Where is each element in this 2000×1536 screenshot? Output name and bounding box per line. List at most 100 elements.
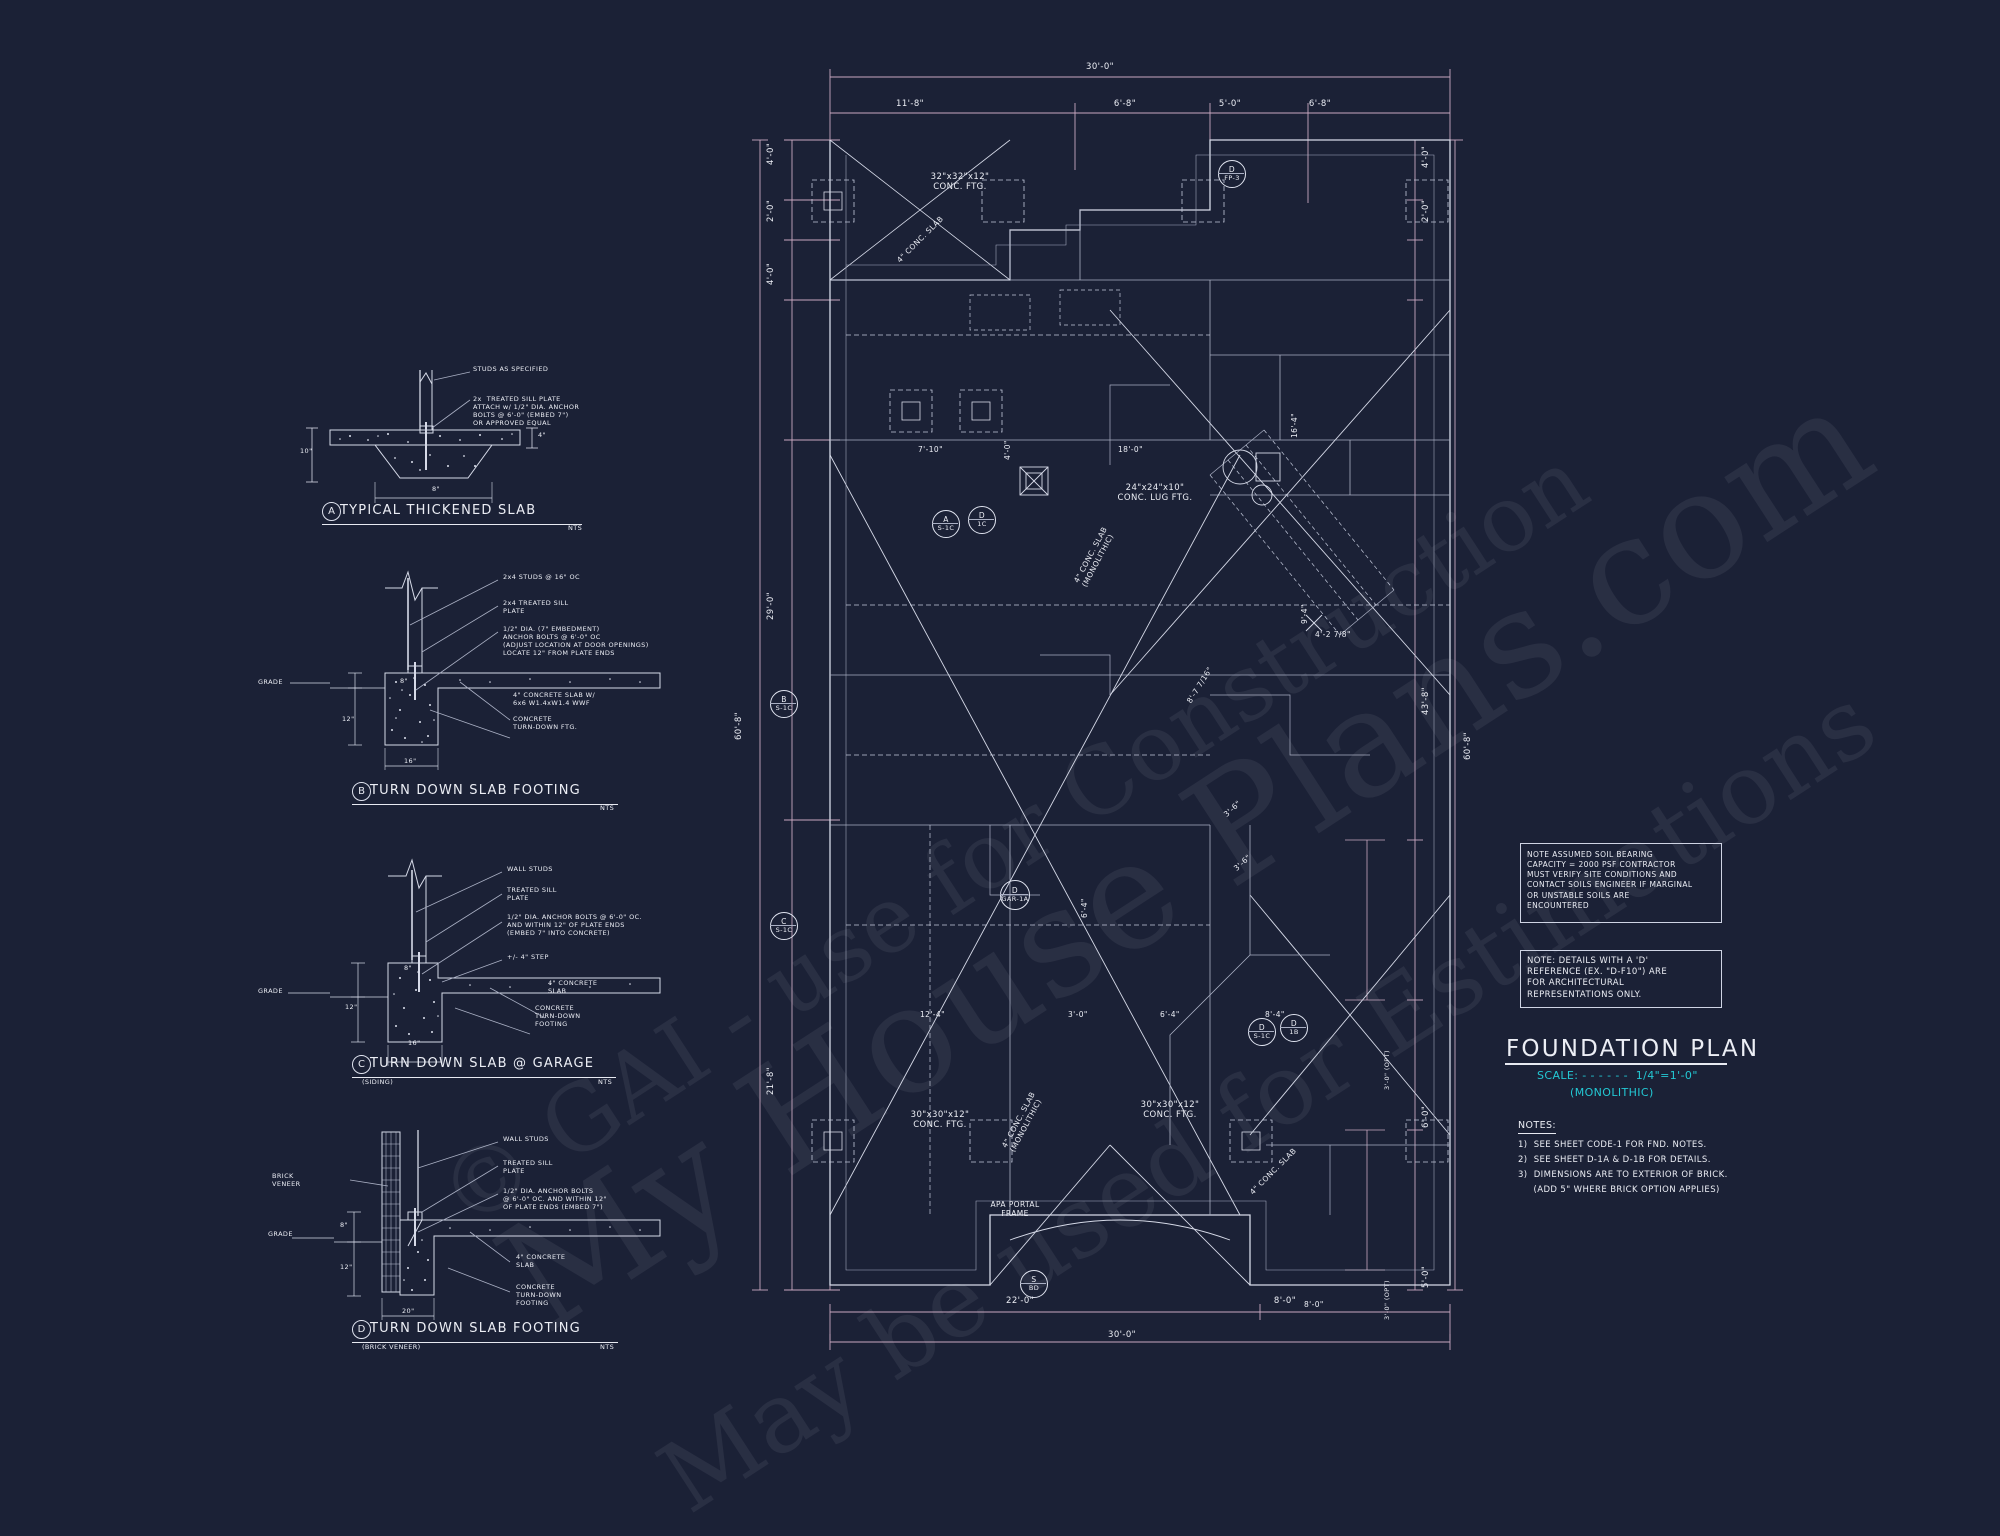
callout-apa-portal-frame: APA PORTAL FRAME: [990, 1200, 1040, 1219]
left-dim-overall: 60'-8": [734, 712, 744, 740]
detail-d-label-4: CONCRETE TURN-DOWN FOOTING: [516, 1283, 562, 1307]
bubble-ds-bottom: S-1C: [1253, 1031, 1271, 1040]
interior-dim-2: 16'-4": [1290, 413, 1299, 438]
interior-dim-14: 8'-0": [1304, 1300, 1324, 1309]
note-item-2: 3) DIMENSIONS ARE TO EXTERIOR OF BRICK.: [1518, 1170, 1728, 1180]
detail-d-label-grade: GRADE: [268, 1230, 293, 1238]
detail-c-title: TURN DOWN SLAB @ GARAGE: [370, 1056, 595, 1071]
detail-c-key: C: [358, 1059, 365, 1070]
bubble-fp3-bottom: FP-3: [1224, 173, 1240, 182]
bubble-s-bd[interactable]: S BD: [1020, 1270, 1048, 1298]
detail-d-dim-1: 12": [340, 1263, 353, 1271]
detail-d-label-0: WALL STUDS: [503, 1135, 549, 1143]
callout-fn-30-right: 30"x30"x12" CONC. FTG.: [1140, 1100, 1200, 1121]
detail-a-label-0: STUDS AS SPECIFIED: [473, 365, 549, 373]
detail-b-scale-note: NTS: [600, 804, 615, 812]
interior-dim-10: 6'-4": [1160, 1010, 1180, 1019]
callout-lug-ftg: 24"x24"x10" CONC. LUG FTG.: [1117, 483, 1193, 504]
detail-c-dim-2: 16": [408, 1039, 421, 1047]
top-dim-seg-2: 5'-0": [1218, 99, 1242, 109]
detail-d-dim-0: 8": [340, 1221, 348, 1229]
detail-b-key: B: [358, 786, 365, 797]
bottom-dimension-strings: [829, 1304, 1451, 1350]
bubble-d-1c[interactable]: D 1C: [968, 506, 996, 534]
soil-bearing-note-box: [1520, 843, 1722, 923]
left-dim-seg-2: 4'-0": [766, 262, 776, 285]
bubble-gar-top: D: [1011, 886, 1019, 896]
note-item-1: 2) SEE SHEET D-1A & D-1B FOR DETAILS.: [1518, 1155, 1711, 1165]
detail-c-label-grade: GRADE: [258, 987, 283, 995]
bubble-a-bottom: S-1C: [937, 523, 955, 532]
plan-type-label: (MONOLITHIC): [1570, 1086, 1654, 1099]
interior-dim-13: 4'-0": [1003, 440, 1012, 460]
note-item-0: 1) SEE SHEET CODE-1 FOR FND. NOTES.: [1518, 1140, 1707, 1150]
detail-d-title: TURN DOWN SLAB FOOTING: [370, 1321, 581, 1336]
detail-d-subtitle: (BRICK VENEER): [362, 1343, 421, 1351]
detail-d-key: D: [357, 1324, 366, 1335]
plan-title: FOUNDATION PLAN: [1506, 1036, 1760, 1062]
d-reference-note-box: [1520, 950, 1722, 1008]
detail-b-dim-1: 12": [342, 715, 355, 723]
left-dim-seg-3: 29'-0": [766, 592, 776, 620]
interior-dim-3: 9'-4": [1300, 604, 1309, 624]
bubble-d1b-bottom: 1B: [1289, 1027, 1299, 1036]
bubble-b-s1c[interactable]: B S-1C: [770, 690, 798, 718]
note-item-3: (ADD 5" WHERE BRICK OPTION APPLIES): [1518, 1185, 1720, 1195]
blueprint-sheet: My House Plans.com © GAI - use for Const…: [258, 62, 1902, 1536]
bubble-ds-top: D: [1258, 1023, 1266, 1033]
bubble-c-s1c[interactable]: C S-1C: [770, 912, 798, 940]
detail-a-dim-2: 8": [432, 485, 440, 493]
detail-d-scale-note: NTS: [600, 1343, 615, 1351]
bubble-d-1b[interactable]: D 1B: [1280, 1014, 1308, 1042]
left-dim-seg-4: 21'-8": [766, 1067, 776, 1095]
detail-a-label-1: 2x TREATED SILL PLATE ATTACH w/ 1/2" DIA…: [473, 395, 580, 427]
bottom-dim-seg-0: 22'-0": [1006, 1296, 1034, 1306]
detail-b-label-4: CONCRETE TURN-DOWN FTG.: [513, 715, 578, 731]
detail-c-dim-0: 8": [404, 964, 412, 972]
interior-dim-8: 12'-4": [920, 1010, 945, 1019]
bubble-sbd-bottom: BD: [1028, 1283, 1040, 1292]
bubble-fp3[interactable]: D FP-3: [1218, 160, 1246, 188]
detail-c-label-5: CONCRETE TURN-DOWN FOOTING: [535, 1004, 581, 1028]
interior-dim-0: 7'-10": [918, 445, 943, 454]
left-dim-seg-0: 4'-0": [766, 142, 776, 165]
callout-fn-32: 32"x32"x12" CONC. FTG.: [930, 172, 990, 193]
slab-outline: [811, 139, 1451, 1286]
detail-b-label-0: 2x4 STUDS @ 16" OC: [503, 573, 580, 581]
detail-a-dim-0: 10": [300, 447, 313, 455]
d-reference-note-text: NOTE: DETAILS WITH A 'D' REFERENCE (EX. …: [1527, 956, 1668, 1000]
detail-a-title-underline: [322, 524, 582, 525]
interior-dim-9: 3'-0": [1068, 1010, 1088, 1019]
detail-a-title: TYPICAL THICKENED SLAB: [340, 503, 537, 518]
bubble-d-s1c[interactable]: D S-1C: [1248, 1018, 1276, 1046]
detail-d-dim-2: 20": [402, 1307, 415, 1315]
detail-b-label-3: 4" CONCRETE SLAB W/ 6x6 W1.4xW1.4 WWF: [513, 691, 596, 707]
detail-d-label-2: 1/2" DIA. ANCHOR BOLTS @ 6'-0" OC. AND W…: [503, 1187, 607, 1211]
bubble-a-top: A: [943, 515, 949, 525]
bubble-d1b-top: D: [1290, 1019, 1298, 1029]
bubble-c-top: C: [781, 917, 787, 927]
top-dim-seg-3: 6'-8": [1308, 99, 1332, 109]
detail-a-scale-note: NTS: [568, 524, 583, 532]
bubble-a-s1c[interactable]: A S-1C: [932, 510, 960, 538]
detail-c-title-underline: [352, 1077, 616, 1078]
bubble-b-top: B: [781, 695, 787, 705]
interior-dim-12: 6'-4": [1080, 898, 1089, 918]
detail-b-title-underline: [352, 804, 618, 805]
detail-c-label-2: 1/2" DIA. ANCHOR BOLTS @ 6'-0" OC. AND W…: [507, 913, 643, 937]
detail-c-label-3: +/- 4" STEP: [507, 953, 549, 961]
detail-d-label-brick: BRICK VENEER: [272, 1172, 301, 1188]
detail-c-label-0: WALL STUDS: [507, 865, 553, 873]
bubble-d1c-bottom: 1C: [977, 519, 987, 528]
detail-a-key-bubble: A: [322, 502, 341, 521]
detail-c-key-bubble: C: [352, 1055, 371, 1074]
detail-b-dim-0: 8": [400, 677, 408, 685]
plan-title-underline: [1505, 1063, 1727, 1065]
interior-dim-1: 18'-0": [1118, 445, 1143, 454]
detail-c-subtitle: (SIDING): [362, 1078, 394, 1086]
callout-fn-30-left: 30"x30"x12" CONC. FTG.: [910, 1110, 970, 1131]
detail-b-key-bubble: B: [352, 782, 371, 801]
bubble-d-gar1a[interactable]: D GAR-1A: [1000, 880, 1030, 910]
detail-c-scale-note: NTS: [598, 1078, 613, 1086]
detail-c-label-1: TREATED SILL PLATE: [507, 886, 557, 902]
